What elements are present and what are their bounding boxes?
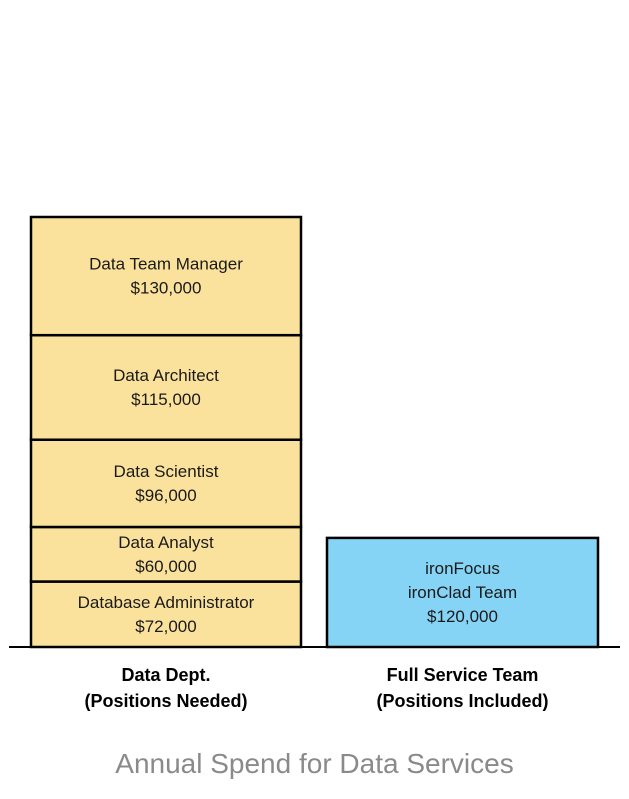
bar-segment <box>29 525 303 583</box>
segment-label: ironClad Team <box>408 583 517 602</box>
segment-label: Data Analyst <box>118 533 214 552</box>
segment-label: Database Administrator <box>78 593 255 612</box>
category-label: Data Dept. <box>121 665 210 685</box>
segment-label: Data Team Manager <box>89 255 243 274</box>
category-label: (Positions Included) <box>376 691 548 711</box>
segment-label: Data Scientist <box>114 462 219 481</box>
segment-label: Data Architect <box>113 366 219 385</box>
segment-label: $60,000 <box>135 557 196 576</box>
bar-segment <box>29 580 303 649</box>
segment-label: $115,000 <box>131 390 201 409</box>
segment-label: ironFocus <box>425 559 500 578</box>
category-labels: Data Dept. (Positions Needed) Full Service… <box>84 665 548 711</box>
bar-segment <box>29 215 303 337</box>
bar-segment <box>29 438 303 529</box>
segment-label: $96,000 <box>135 486 196 505</box>
segment-label: $72,000 <box>135 617 196 636</box>
bars-layer: Database Administrator $72,000 Data Analys… <box>29 215 600 649</box>
category-label: (Positions Needed) <box>84 691 247 711</box>
bar-segment <box>325 536 600 649</box>
chart-title: Annual Spend for Data Services <box>115 748 514 779</box>
bar-segment <box>29 333 303 441</box>
segment-label: $130,000 <box>131 279 202 298</box>
category-label: Full Service Team <box>387 665 539 685</box>
segment-label: $120,000 <box>427 607 498 626</box>
